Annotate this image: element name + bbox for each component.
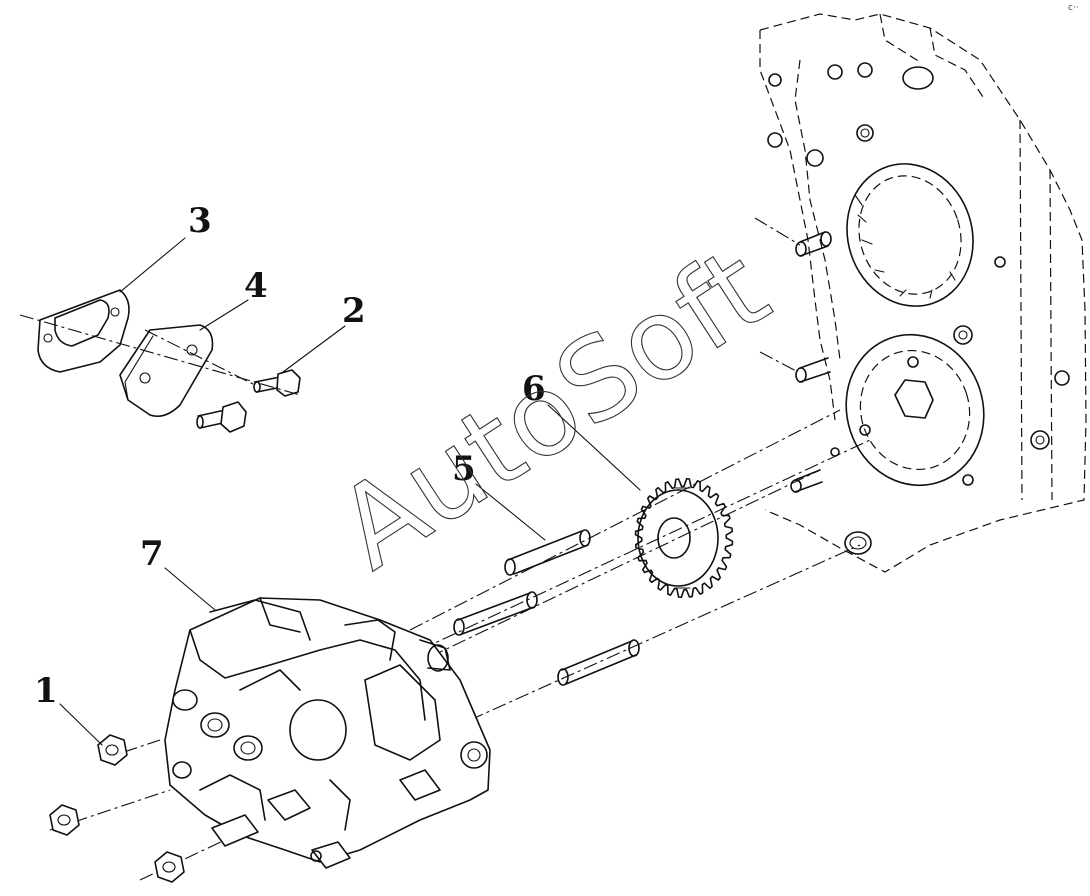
cover-plate-part-4 xyxy=(119,324,214,418)
gear-housing xyxy=(754,13,1087,573)
callouts: 1 2 3 4 5 6 7 xyxy=(34,201,546,711)
leader-lines xyxy=(59,237,641,746)
callout-4: 4 xyxy=(244,266,268,306)
callout-5: 5 xyxy=(452,449,476,489)
bolts-part-2 xyxy=(19,314,301,433)
callout-2: 2 xyxy=(342,291,366,331)
drive-gear-part-6 xyxy=(634,477,734,599)
callout-3: 3 xyxy=(188,201,212,241)
watermark-text: AutoSoft xyxy=(316,224,790,595)
callout-6: 6 xyxy=(522,369,546,409)
corner-mark: c‧‧ xyxy=(1068,3,1079,13)
callout-1: 1 xyxy=(34,671,58,711)
dowel-pins-part-5 xyxy=(453,529,640,686)
nuts-part-1 xyxy=(49,734,185,883)
callout-7: 7 xyxy=(140,534,164,574)
fuel-pump-part-7 xyxy=(164,597,491,869)
gasket-part-3 xyxy=(37,289,130,373)
